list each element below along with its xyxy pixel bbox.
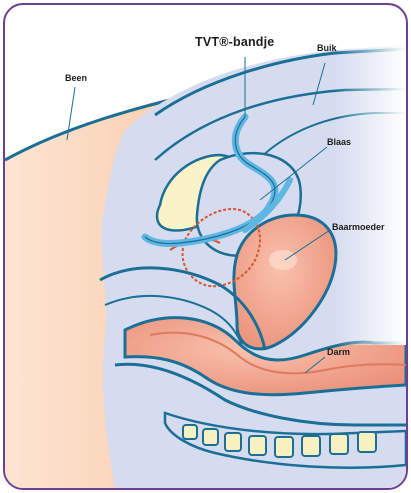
label-bowel: Darm [327,347,350,357]
label-belly: Buik [317,43,337,53]
label-tvt-tape: TVT®-bandje [195,35,274,49]
label-leg: Been [65,73,87,83]
label-uterus: Baarmoeder [332,222,385,232]
illustration-frame: TVT®-bandje Buik Been Blaas Baarmoeder D… [3,3,408,490]
uterus-highlight [269,250,297,270]
label-bladder: Blaas [327,137,351,147]
